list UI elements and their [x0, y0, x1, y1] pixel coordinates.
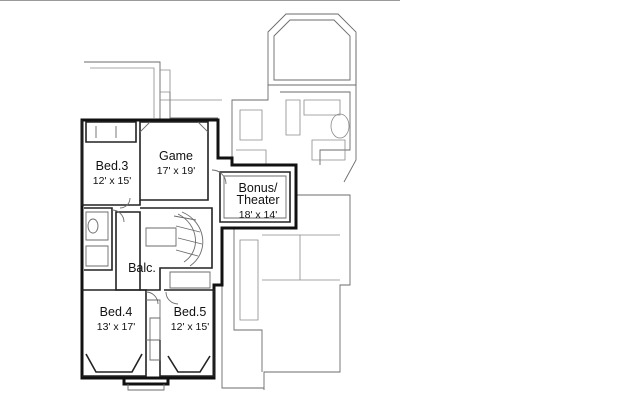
- room-name: Bed.5: [173, 305, 207, 319]
- room-dimensions: 12' x 15': [92, 175, 132, 187]
- room-dimensions: 12' x 15': [170, 321, 210, 333]
- door-swings: [111, 169, 227, 305]
- room-name-line2: Theater: [236, 193, 280, 207]
- room-dimensions: 17' x 19': [156, 165, 196, 177]
- room-label-game: Game 17' x 19': [146, 150, 206, 177]
- room-label-bonus-theater: Bonus/ Theater 18' x 14': [226, 182, 290, 221]
- room-label-balcony: Balc.: [124, 261, 160, 275]
- room-name: Bed.3: [95, 159, 129, 173]
- room-label-bed5: Bed.5 12' x 15': [164, 306, 216, 333]
- room-name: Game: [158, 149, 194, 163]
- upper-floor-walls: [80, 118, 298, 391]
- room-label-bed4: Bed.4 13' x 17': [90, 306, 142, 333]
- room-name: Bed.4: [99, 305, 133, 319]
- top-divider-line: [0, 0, 400, 1]
- room-name: Bonus/: [238, 181, 278, 195]
- room-dimensions: 13' x 17': [96, 321, 136, 333]
- room-name: Balc.: [128, 261, 156, 275]
- room-dimensions: 18' x 14': [238, 209, 278, 221]
- room-label-bed3: Bed.3 12' x 15': [86, 160, 138, 187]
